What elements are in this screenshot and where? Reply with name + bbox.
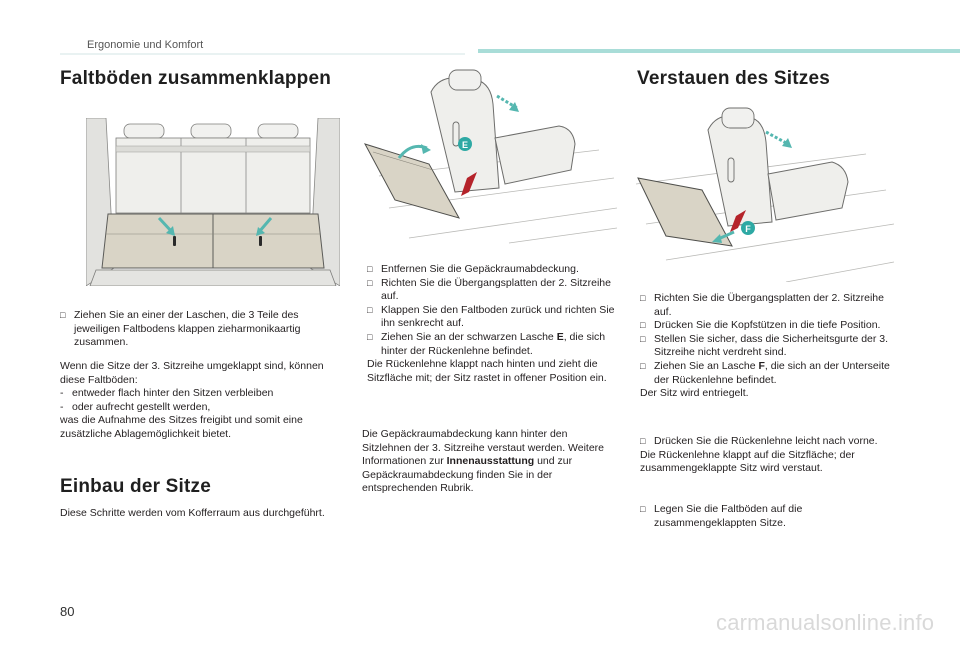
right-bullet-4: Ziehen Sie an Lasche F, die sich an der … (654, 359, 890, 386)
header-rule-left (60, 53, 465, 55)
right-bullet-2: Drücken Sie die Kopfstützen in die tiefe… (654, 319, 881, 332)
left-dash-1: entweder flach hinter den Sitzen verblei… (72, 387, 274, 400)
heading-einbau: Einbau der Sitze (60, 476, 212, 497)
check-box-icon: □ (367, 331, 373, 342)
page-number: 80 (60, 604, 75, 619)
label-f: F (745, 224, 751, 234)
watermark: carmanualsonline.info (716, 610, 935, 635)
seat-stow-illustration: F (636, 104, 894, 282)
middle-bullet-3: Klappen Sie den Faltboden zurück und ric… (381, 303, 615, 330)
left-paragraph-2: was die Aufnahme des Sitzes freigibt und… (60, 414, 303, 440)
right-bullet-6: Legen Sie die Faltböden auf die zusammen… (654, 503, 803, 529)
left-bullet-1: □Ziehen Sie an einer der Laschen, die 3 … (60, 309, 301, 349)
middle-bullet-4: Ziehen Sie an der schwarzen Lasche E, di… (381, 330, 606, 357)
right-steps-3: □ Legen Sie die Faltböden auf die zusamme… (640, 503, 890, 530)
left-paragraph-1: Wenn die Sitze der 3. Sitzreihe umgeklap… (60, 360, 330, 442)
check-box-icon: □ (640, 504, 646, 514)
right-bullet-3: Stellen Sie sicher, dass die Sicherheits… (654, 332, 889, 359)
check-box-icon: □ (640, 293, 646, 303)
check-box-icon: □ (640, 333, 646, 344)
left-dash-2: oder aufrecht gestellt werden, (72, 400, 211, 413)
check-box-icon: □ (367, 304, 373, 315)
middle-bullet-1: Entfernen Sie die Gepäckraumabdeckung. (381, 263, 579, 275)
check-box-icon: □ (640, 360, 646, 371)
section-header: Ergonomie und Komfort (87, 39, 204, 51)
heading-faltboeden: Faltböden zusammenklappen (60, 68, 332, 89)
right-paragraph-2: Die Rückenlehne klappt auf die Sitzfläch… (640, 448, 855, 475)
trunk-floor-illustration (86, 118, 340, 286)
check-box-icon: □ (640, 436, 646, 446)
left-paragraph-3: Diese Schritte werden vom Kofferraum aus… (60, 507, 325, 519)
middle-paragraph-2: Die Gepäckraumabdeckung kann hinter den … (362, 428, 605, 495)
right-steps: □ Richten Sie die Übergangsplatten der 2.… (640, 292, 890, 401)
right-bullet-1: Richten Sie die Übergangsplatten der 2. … (654, 292, 884, 318)
middle-paragraph-1: Die Rückenlehne klappt nach hinten und z… (367, 358, 607, 384)
heading-verstauen: Verstauen des Sitzes (637, 68, 831, 89)
label-e: E (462, 140, 468, 150)
middle-bullet-2: Richten Sie die Übergangsplatten der 2. … (381, 276, 611, 303)
check-box-icon: □ (60, 310, 66, 320)
right-paragraph-1: Der Sitz wird entriegelt. (640, 387, 749, 400)
check-box-icon: □ (367, 264, 373, 274)
right-bullet-5: Drücken Sie die Rückenlehne leicht nach … (654, 435, 878, 447)
seat-install-illustration: E (359, 68, 617, 244)
check-box-icon: □ (640, 320, 646, 331)
right-steps-2: □ Drücken Sie die Rückenlehne leicht nach… (640, 435, 890, 476)
header-rule-right (478, 49, 960, 53)
check-box-icon: □ (367, 277, 373, 288)
middle-steps: □Entfernen Sie die Gepäckraumabdeckung. … (367, 263, 617, 385)
